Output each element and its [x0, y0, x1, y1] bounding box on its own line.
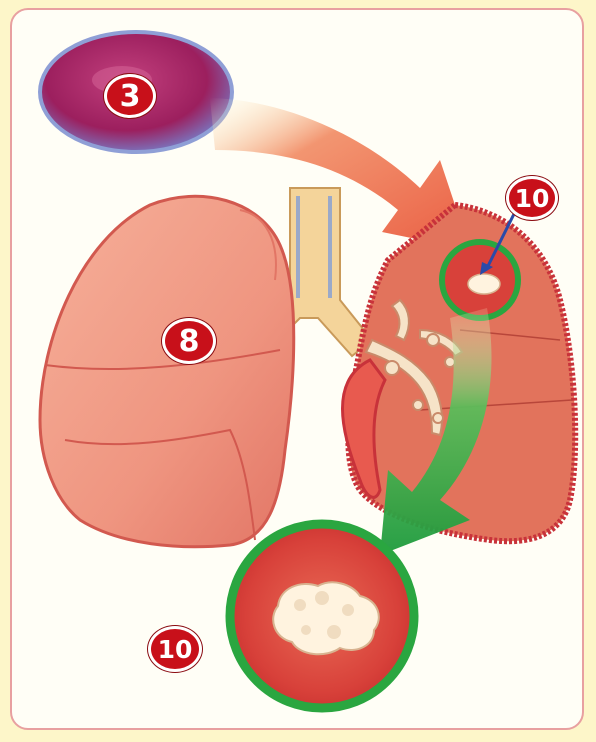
tumor-small	[442, 242, 518, 318]
label-badge-cell: 3	[104, 74, 156, 118]
label-badge-tumor-small: 10	[506, 176, 558, 220]
tumor-zoom-view	[230, 524, 414, 708]
label-badge-lung: 8	[162, 318, 216, 364]
label-badge-tumor-zoom: 10	[148, 626, 202, 672]
left-lung	[40, 196, 294, 546]
